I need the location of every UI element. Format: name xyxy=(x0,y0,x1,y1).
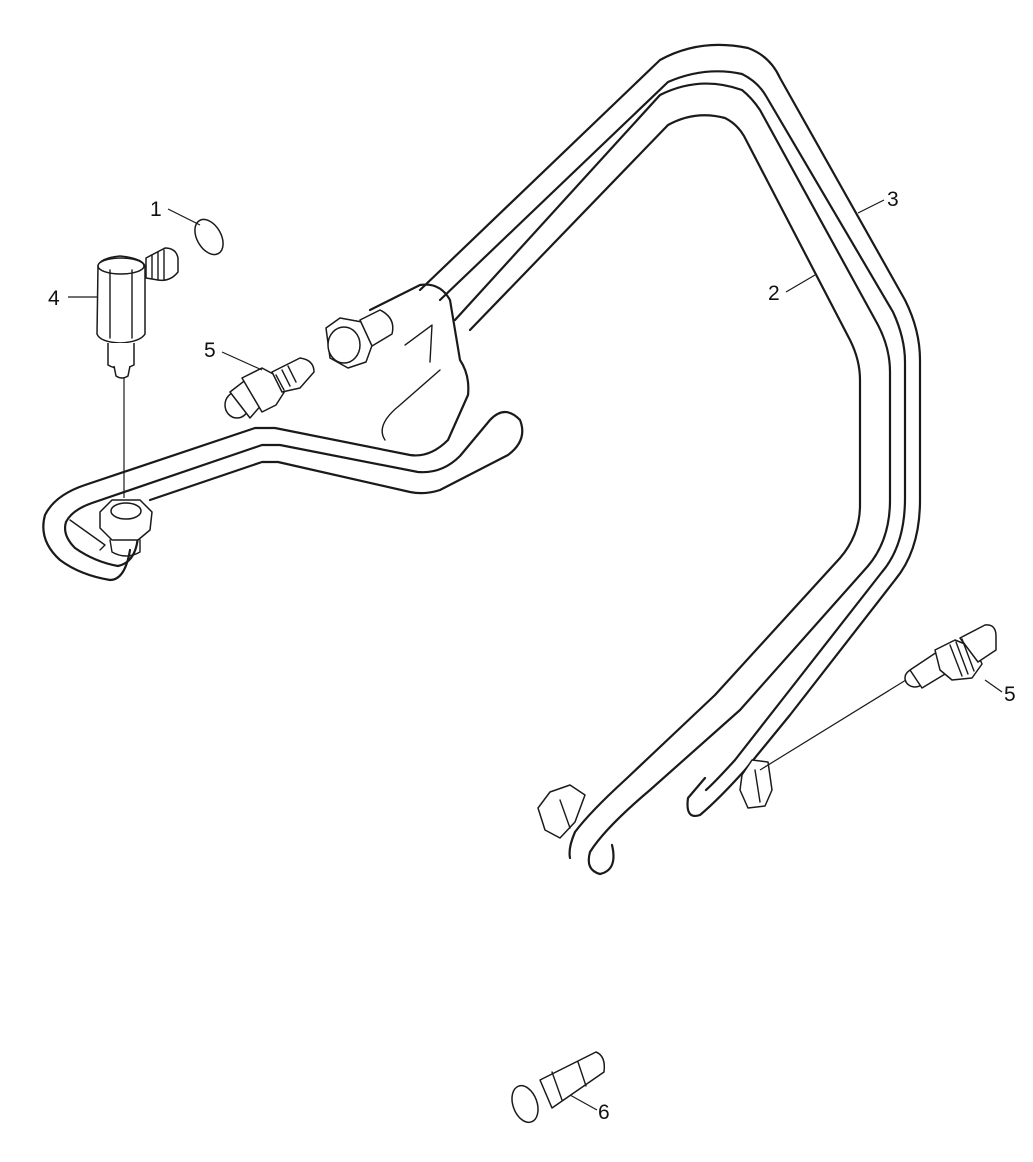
pipe-nut-bottom-a xyxy=(537,784,586,839)
callout-5-right: 5 xyxy=(1004,683,1016,706)
leader-lines xyxy=(68,199,1003,1111)
o-ring-part-1 xyxy=(194,218,224,256)
pipe-3 xyxy=(418,43,922,817)
pipe-nut-lower-left xyxy=(99,499,153,557)
connector-part-5-left xyxy=(224,357,315,419)
pipe-nut-upper xyxy=(325,309,394,369)
callout-5-left: 5 xyxy=(204,339,216,362)
callout-6: 6 xyxy=(598,1101,610,1124)
bolt-part-6 xyxy=(511,1051,606,1124)
pipe-nut-bottom-b xyxy=(739,759,773,809)
connector-part-5-right xyxy=(904,624,997,689)
pipe-assembly-left xyxy=(42,283,524,582)
callout-2: 2 xyxy=(768,282,780,305)
callout-3: 3 xyxy=(887,188,899,211)
pipe-2 xyxy=(453,82,892,876)
callout-4: 4 xyxy=(48,287,60,310)
elbow-fitting-part-4 xyxy=(96,247,179,379)
callout-1: 1 xyxy=(150,198,162,221)
